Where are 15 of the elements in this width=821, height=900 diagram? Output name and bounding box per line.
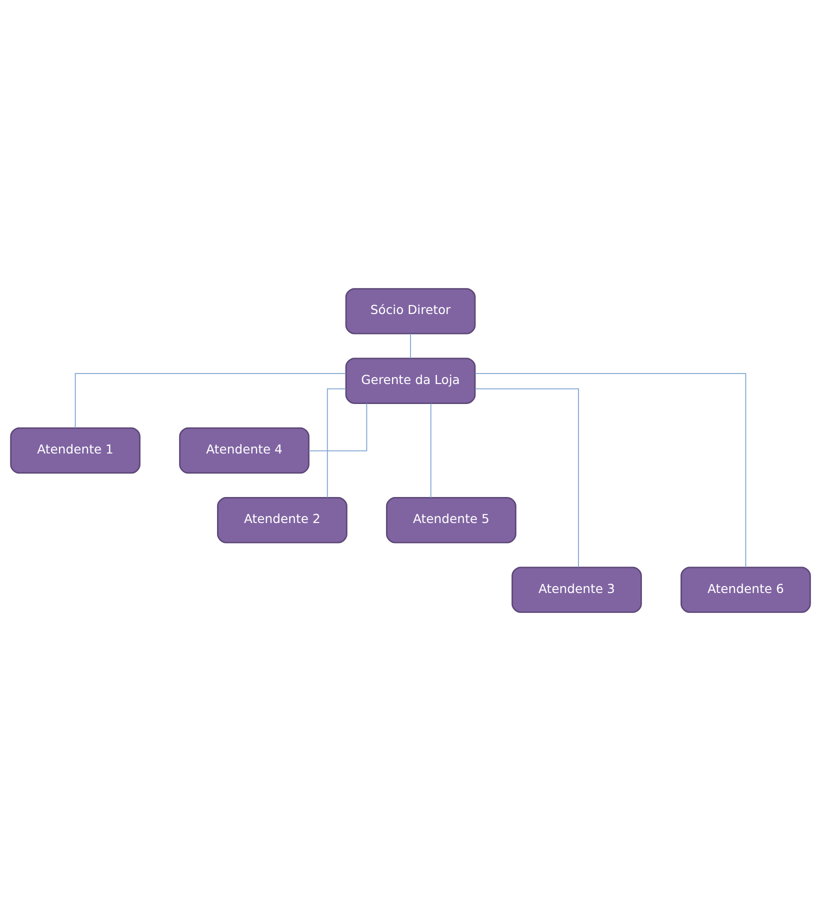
node-box: Sócio Diretor bbox=[345, 288, 476, 334]
node-box: Gerente da Loja bbox=[345, 357, 476, 404]
node-box: Atendente 3 bbox=[512, 566, 642, 612]
connector bbox=[410, 332, 411, 358]
connector bbox=[326, 388, 346, 498]
connector bbox=[430, 402, 432, 498]
node-box: Atendente 4 bbox=[179, 426, 310, 474]
node-box: Atendente 2 bbox=[217, 496, 348, 543]
connector bbox=[308, 402, 368, 451]
connector bbox=[474, 372, 746, 568]
node-box: Atendente 5 bbox=[386, 496, 516, 543]
node-box: Atendente 1 bbox=[10, 426, 140, 474]
connector bbox=[474, 388, 579, 568]
connector bbox=[74, 372, 346, 428]
node-box: Atendente 6 bbox=[680, 566, 811, 612]
